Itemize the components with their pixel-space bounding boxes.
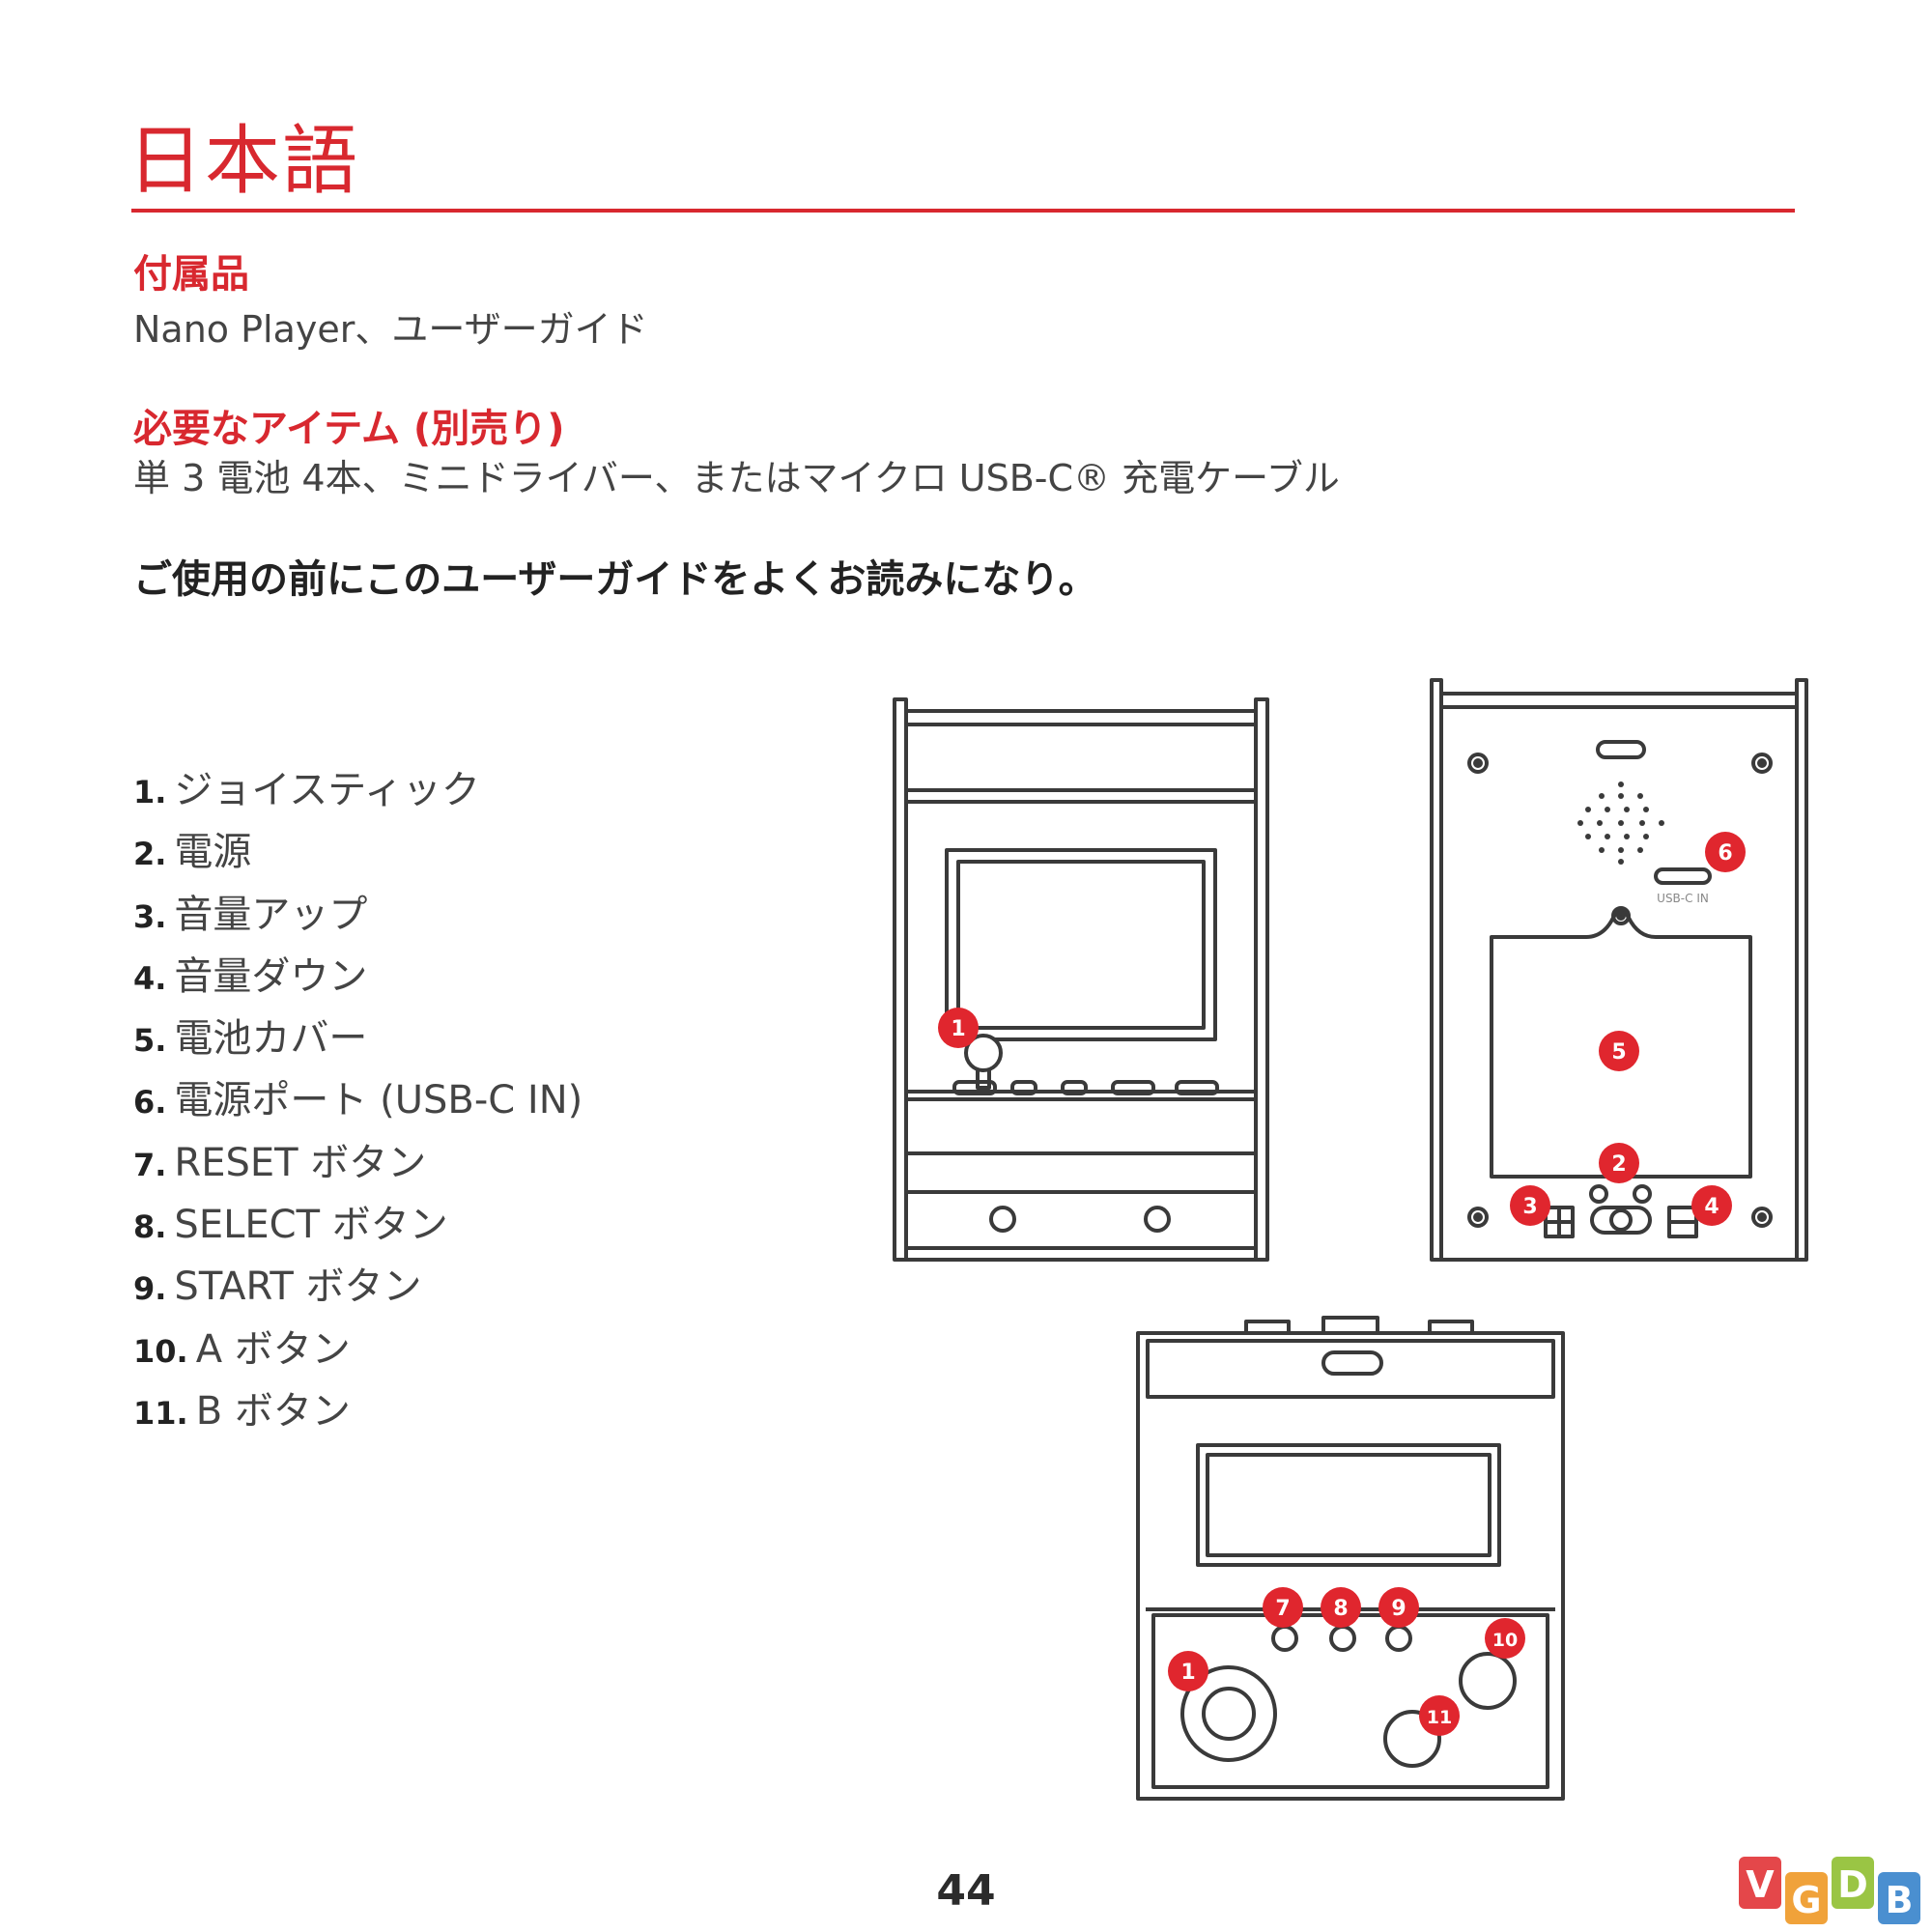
callout-b-button: 11 (1419, 1695, 1460, 1736)
page-title: 日本語 (128, 118, 360, 205)
usb-port-label: USB-C IN (1657, 892, 1709, 905)
back-view: USB-C IN (1430, 678, 1808, 1262)
list-item: 5.電池カバー (133, 1016, 368, 1062)
svg-text:4: 4 (1704, 1195, 1719, 1219)
svg-text:1: 1 (951, 1017, 965, 1041)
required-heading: 必要なアイテム (別売り) (133, 407, 565, 451)
svg-text:6: 6 (1718, 841, 1732, 866)
list-item: 3.音量アップ (133, 892, 368, 937)
product-diagram: USB-C IN 1 (893, 678, 1808, 1801)
page-number: 44 (936, 1866, 996, 1916)
svg-text:8: 8 (1333, 1597, 1348, 1621)
front-view (893, 697, 1269, 1262)
speaker-grille-icon (1577, 781, 1664, 865)
callout-a-button: 10 (1485, 1618, 1525, 1659)
callout-reset: 7 (1263, 1587, 1303, 1628)
svg-text:B: B (1886, 1879, 1914, 1921)
list-item: 4.音量ダウン (133, 953, 368, 999)
svg-text:1: 1 (1180, 1661, 1195, 1685)
top-view (1136, 1316, 1565, 1801)
svg-text:7: 7 (1275, 1597, 1290, 1621)
vgdb-watermark-logo: V G D B (1739, 1857, 1920, 1924)
included-body: Nano Player、ユーザーガイド (133, 308, 648, 351)
svg-text:5: 5 (1611, 1040, 1626, 1065)
svg-text:D: D (1837, 1863, 1868, 1906)
callout-select: 8 (1321, 1587, 1361, 1628)
list-item: 9.START ボタン (133, 1264, 422, 1310)
list-item: 2.電源 (133, 830, 252, 875)
callout-joystick-front: 1 (938, 1008, 979, 1048)
callout-start: 9 (1378, 1587, 1419, 1628)
required-body: 単 3 電池 4本、ミニドライバー、またはマイクロ USB-C® 充電ケーブル (133, 457, 1340, 499)
svg-text:10: 10 (1492, 1630, 1518, 1651)
included-heading: 付属品 (133, 252, 249, 297)
list-item: 8.SELECT ボタン (133, 1203, 448, 1248)
callout-battery-cover: 5 (1599, 1031, 1639, 1071)
list-item: 1.ジョイスティック (133, 768, 480, 812)
list-item: 6.電源ポート (USB-C IN) (133, 1078, 583, 1123)
read-guide-notice: ご使用の前にこのユーザーガイドをよくお読みになり。 (133, 557, 1097, 602)
callout-power-port: 6 (1705, 832, 1746, 872)
list-item: 10.A ボタン (133, 1326, 351, 1372)
svg-text:9: 9 (1391, 1597, 1406, 1621)
svg-text:3: 3 (1522, 1195, 1537, 1219)
svg-text:2: 2 (1611, 1152, 1626, 1177)
svg-text:V: V (1746, 1863, 1775, 1906)
callout-power: 2 (1599, 1143, 1639, 1183)
svg-text:11: 11 (1427, 1707, 1452, 1728)
callout-volume-down: 4 (1691, 1185, 1732, 1226)
callout-joystick-top: 1 (1168, 1651, 1208, 1691)
title-divider (131, 209, 1795, 213)
svg-text:G: G (1791, 1879, 1821, 1921)
callout-volume-up: 3 (1510, 1185, 1550, 1226)
list-item: 11.B ボタン (133, 1388, 351, 1434)
list-item: 7.RESET ボタン (133, 1140, 427, 1185)
parts-list: 1.ジョイスティック 2.電源 3.音量アップ 4.音量ダウン 5.電池カバー … (133, 771, 582, 1454)
